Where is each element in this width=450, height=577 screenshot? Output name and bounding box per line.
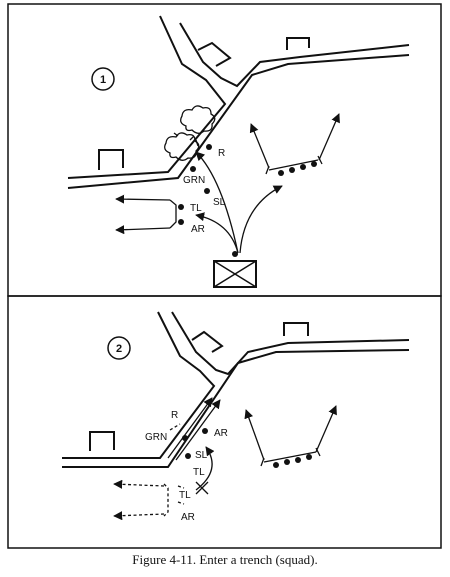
soldier-r-label: R — [218, 148, 225, 159]
trench-move-arrow-1 — [167, 397, 213, 459]
soldier-ar-label: AR — [191, 224, 205, 235]
panel-2-number: 2 — [116, 343, 122, 355]
bunker-1b — [286, 37, 310, 50]
panel-2-number-circle — [107, 336, 131, 360]
trench-2-wall-side — [171, 311, 410, 376]
tl-x-mark — [195, 481, 209, 495]
soldier-grn2-label: GRN — [145, 432, 167, 443]
soldier-ar2-dot — [202, 428, 208, 434]
panel-2-frame — [7, 295, 442, 549]
fire-arrow-upper — [115, 194, 171, 204]
fire-team-bracket — [169, 199, 177, 229]
bunker-1a — [197, 41, 232, 67]
soldier-tl2-label: TL — [193, 467, 205, 478]
panel-1: 1 R GRN SL TL AR — [67, 15, 410, 288]
panel-1-number-circle — [91, 67, 115, 91]
trench-1-wall-inner — [67, 54, 410, 189]
former-ar-label: AR — [181, 512, 195, 523]
grenade-burst — [164, 105, 216, 161]
bunker-2c — [89, 431, 115, 451]
figure-caption: Figure 4-11. Enter a trench (squad). — [132, 552, 318, 567]
soldier-tl-dot — [178, 204, 184, 210]
fire-arrow-lower — [115, 225, 171, 235]
vehicle-dot — [232, 251, 238, 257]
soldier-r-dot — [206, 144, 212, 150]
soldier-ar2-label: AR — [214, 428, 228, 439]
soldier-grn-dot — [190, 166, 196, 172]
soldier-sl2-dot — [182, 435, 188, 441]
soldier-r2-label: R — [171, 410, 178, 421]
soldier-sl-dot — [204, 188, 210, 194]
soldier-tl-label: TL — [190, 203, 202, 214]
soldier-sl2-label: SL — [195, 450, 208, 461]
trench-move-arrow-2 — [175, 399, 221, 461]
support-team-line-2 — [244, 405, 337, 468]
former-tl-label: TL — [179, 490, 191, 501]
panel-2: 2 R GRN AR SL TL TL AR — [62, 311, 410, 523]
former-fire-team-position — [113, 479, 185, 521]
soldier-dot-2b — [185, 453, 191, 459]
soldier-ar-dot — [178, 219, 184, 225]
carrier-vehicle-icon — [213, 260, 257, 288]
grn-marker — [169, 423, 181, 431]
move-arrow-to-tl — [195, 212, 239, 254]
bunker-1c — [98, 149, 124, 170]
move-arrow-to-trench — [195, 151, 239, 254]
soldier-sl-label: SL — [213, 197, 226, 208]
trench-2-wall-outer — [62, 311, 216, 459]
trench-1-wall-side — [179, 22, 410, 88]
support-team-line — [249, 113, 340, 176]
bunker-2a — [191, 330, 224, 353]
bunker-2b — [283, 322, 309, 336]
soldier-grn-label: GRN — [183, 175, 205, 186]
trench-1-wall-outer — [67, 15, 227, 179]
panel-1-number: 1 — [100, 74, 106, 86]
move-arrow-to-support — [239, 185, 283, 254]
